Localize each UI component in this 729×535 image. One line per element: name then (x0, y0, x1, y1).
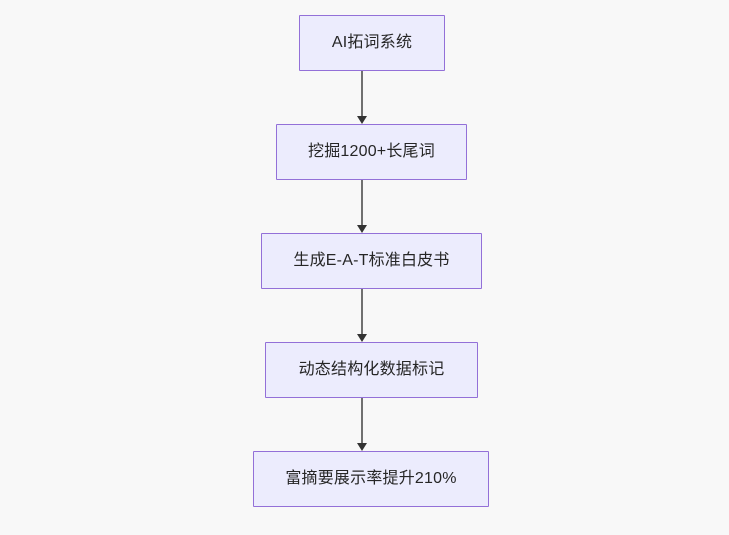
flow-node-1[interactable]: AI拓词系统 (299, 15, 445, 71)
flow-node-5[interactable]: 富摘要展示率提升210% (253, 451, 489, 507)
flow-node-3[interactable]: 生成E-A-T标准白皮书 (261, 233, 482, 289)
flow-connector-2 (353, 180, 371, 233)
arrowhead-icon (357, 225, 367, 233)
connector-stem (361, 71, 363, 117)
flow-connector-1 (353, 71, 371, 124)
flow-node-4[interactable]: 动态结构化数据标记 (265, 342, 478, 398)
flow-node-5-label: 富摘要展示率提升210% (285, 470, 457, 488)
flow-connector-4 (353, 398, 371, 451)
arrowhead-icon (357, 334, 367, 342)
flow-node-3-label: 生成E-A-T标准白皮书 (293, 252, 450, 270)
arrowhead-icon (357, 443, 367, 451)
connector-stem (361, 180, 363, 226)
connector-stem (361, 398, 363, 444)
flow-connector-3 (353, 289, 371, 342)
connector-stem (361, 289, 363, 335)
flow-node-2-label: 挖掘1200+长尾词 (308, 143, 435, 161)
flow-node-1-label: AI拓词系统 (331, 34, 413, 52)
flow-node-2[interactable]: 挖掘1200+长尾词 (276, 124, 467, 180)
arrowhead-icon (357, 116, 367, 124)
flow-node-4-label: 动态结构化数据标记 (298, 361, 445, 379)
